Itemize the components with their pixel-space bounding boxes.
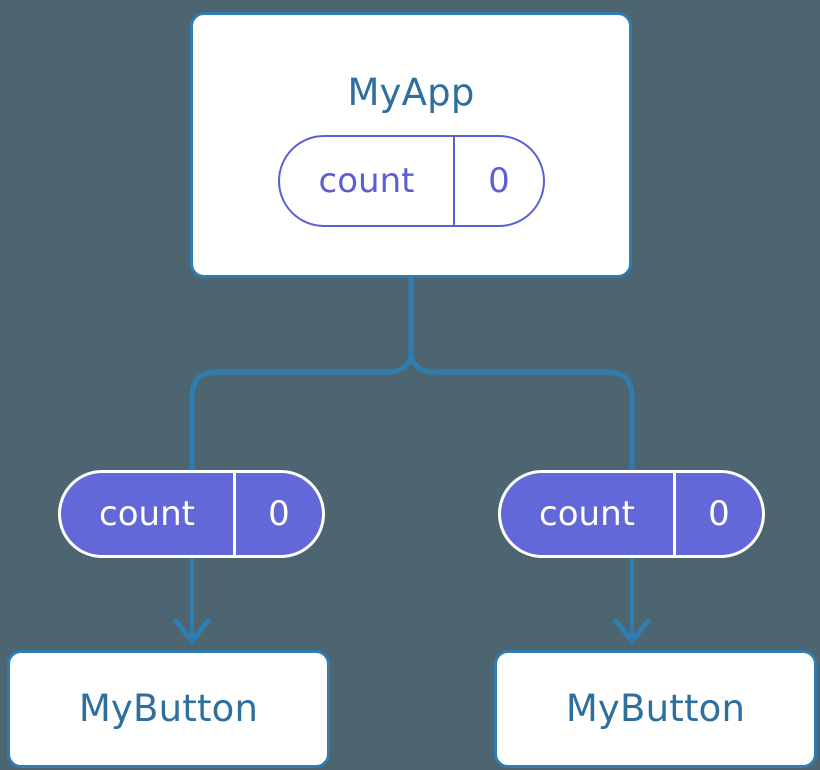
wire-fork-right [408, 349, 635, 470]
arrow-head-right-icon [613, 618, 651, 644]
component-title-mybutton: MyButton [565, 687, 746, 730]
state-pill-value: 0 [708, 494, 730, 534]
component-title-myapp: MyApp [347, 71, 475, 114]
wire-fork-left [189, 349, 414, 470]
state-pill-key: count [280, 137, 455, 225]
state-pill-child-left-count[interactable]: count 0 [58, 470, 325, 558]
state-pill-value: 0 [488, 161, 510, 201]
component-box-mybutton-left[interactable]: MyButton [7, 650, 330, 768]
component-title-mybutton: MyButton [78, 687, 259, 730]
arrow-head-left-icon [173, 618, 211, 644]
state-pill-key: count [501, 473, 676, 555]
component-box-mybutton-right[interactable]: MyButton [494, 650, 817, 768]
state-pill-value: 0 [268, 494, 290, 534]
state-pill-myapp-count[interactable]: count 0 [278, 135, 545, 227]
state-pill-key: count [61, 473, 236, 555]
state-pill-child-right-count[interactable]: count 0 [498, 470, 765, 558]
